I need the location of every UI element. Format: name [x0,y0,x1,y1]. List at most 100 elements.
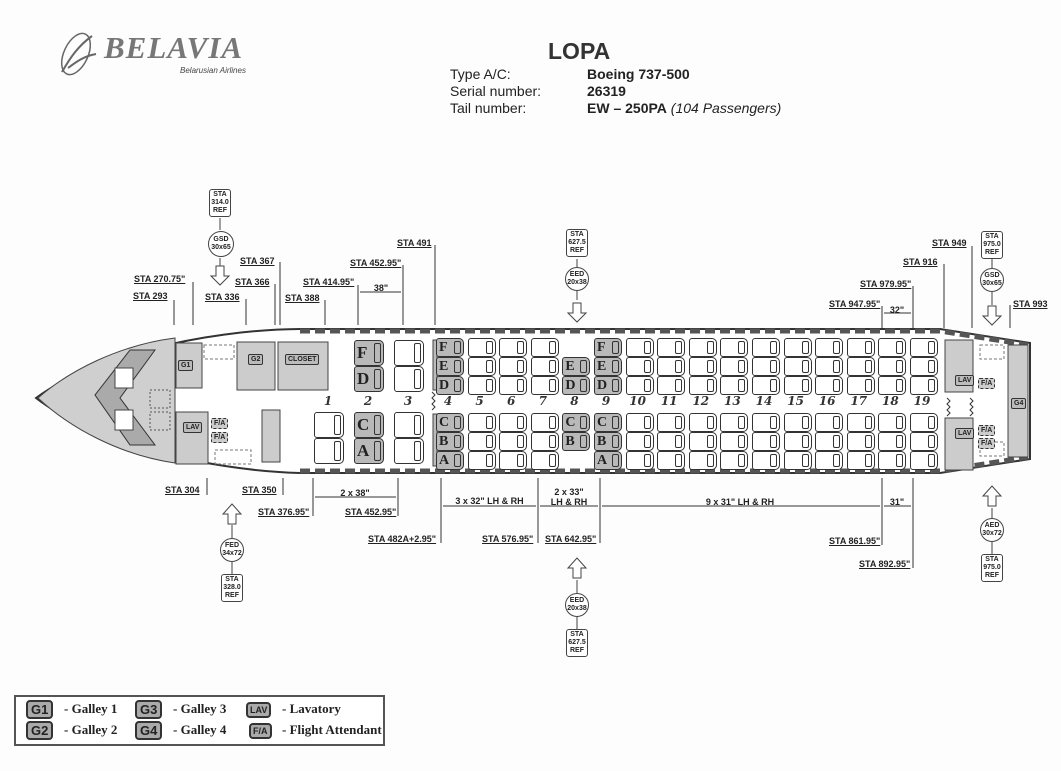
seat-9-d[interactable]: D [594,376,622,395]
seat-13[interactable] [720,451,749,470]
seat-4-d[interactable]: D [436,376,464,395]
seat-16[interactable] [815,432,844,451]
seat-18[interactable] [878,451,907,470]
seat-14[interactable] [752,357,780,376]
seat-19[interactable] [910,357,938,376]
seat-19[interactable] [910,376,938,395]
seat-11[interactable] [657,451,686,470]
seat-14[interactable] [752,376,780,395]
seat-14[interactable] [752,451,780,470]
seat-18[interactable] [878,338,907,357]
seat-9-b[interactable]: B [594,432,622,451]
seat-15[interactable] [783,357,812,376]
seat-17[interactable] [846,376,875,395]
seat-10[interactable] [625,376,654,395]
seat-8-d[interactable]: D [562,376,591,395]
seat-15[interactable] [783,432,812,451]
seat-14[interactable] [752,338,780,357]
seat-10[interactable] [625,413,654,432]
seat-9-f[interactable]: F [594,338,622,357]
seat-9-a[interactable]: A [594,451,622,470]
seat-11[interactable] [657,432,686,451]
seat-18[interactable] [878,376,907,395]
seat-13[interactable] [720,376,749,395]
seat-4-b[interactable]: B [436,432,464,451]
seat-1[interactable] [314,412,344,438]
seat-11[interactable] [657,338,686,357]
seat-12[interactable] [688,432,717,451]
seat-7[interactable] [530,338,559,357]
seat-2-d[interactable]: D [354,366,384,392]
seat-11[interactable] [657,357,686,376]
seat-15[interactable] [783,413,812,432]
seat-3[interactable] [394,438,424,464]
seat-6[interactable] [499,413,528,432]
seat-7[interactable] [530,376,559,395]
seat-12[interactable] [688,376,717,395]
seat-16[interactable] [815,413,844,432]
seat-16[interactable] [815,451,844,470]
seat-6[interactable] [499,338,528,357]
seat-18[interactable] [878,357,907,376]
seat-8-c[interactable]: C [562,413,591,432]
seat-4-a[interactable]: A [436,451,464,470]
seat-9-c[interactable]: C [594,413,622,432]
seat-7[interactable] [530,357,559,376]
seat-12[interactable] [688,413,717,432]
seat-18[interactable] [878,432,907,451]
seat-4-c[interactable]: C [436,413,464,432]
seat-10[interactable] [625,451,654,470]
seat-14[interactable] [752,413,780,432]
seat-4-e[interactable]: E [436,357,464,376]
seat-7[interactable] [530,451,559,470]
seat-3[interactable] [394,366,424,392]
seat-17[interactable] [846,451,875,470]
seat-8-e[interactable]: E [562,357,591,376]
seat-16[interactable] [815,376,844,395]
seat-19[interactable] [910,451,938,470]
seat-2-f[interactable]: F [354,340,384,366]
seat-5[interactable] [467,451,496,470]
seat-12[interactable] [688,451,717,470]
seat-13[interactable] [720,338,749,357]
seat-16[interactable] [815,357,844,376]
seat-9-e[interactable]: E [594,357,622,376]
seat-6[interactable] [499,376,528,395]
seat-6[interactable] [499,432,528,451]
seat-6[interactable] [499,451,528,470]
seat-5[interactable] [467,432,496,451]
seat-4-f[interactable]: F [436,338,464,357]
seat-2-a[interactable]: A [354,438,384,464]
seat-2-c[interactable]: C [354,412,384,438]
seat-17[interactable] [846,338,875,357]
seat-5[interactable] [467,376,496,395]
seat-15[interactable] [783,338,812,357]
seat-5[interactable] [467,338,496,357]
seat-10[interactable] [625,357,654,376]
seat-10[interactable] [625,432,654,451]
seat-11[interactable] [657,413,686,432]
seat-8-b[interactable]: B [562,432,591,451]
seat-7[interactable] [530,432,559,451]
seat-1[interactable] [314,438,344,464]
seat-13[interactable] [720,432,749,451]
seat-19[interactable] [910,432,938,451]
seat-12[interactable] [688,357,717,376]
seat-16[interactable] [815,338,844,357]
seat-10[interactable] [625,338,654,357]
seat-19[interactable] [910,338,938,357]
seat-17[interactable] [846,432,875,451]
seat-13[interactable] [720,357,749,376]
seat-17[interactable] [846,357,875,376]
seat-19[interactable] [910,413,938,432]
seat-5[interactable] [467,357,496,376]
seat-6[interactable] [499,357,528,376]
seat-5[interactable] [467,413,496,432]
seat-12[interactable] [688,338,717,357]
seat-14[interactable] [752,432,780,451]
seat-17[interactable] [846,413,875,432]
seat-11[interactable] [657,376,686,395]
seat-15[interactable] [783,376,812,395]
seat-15[interactable] [783,451,812,470]
seat-3[interactable] [394,412,424,438]
